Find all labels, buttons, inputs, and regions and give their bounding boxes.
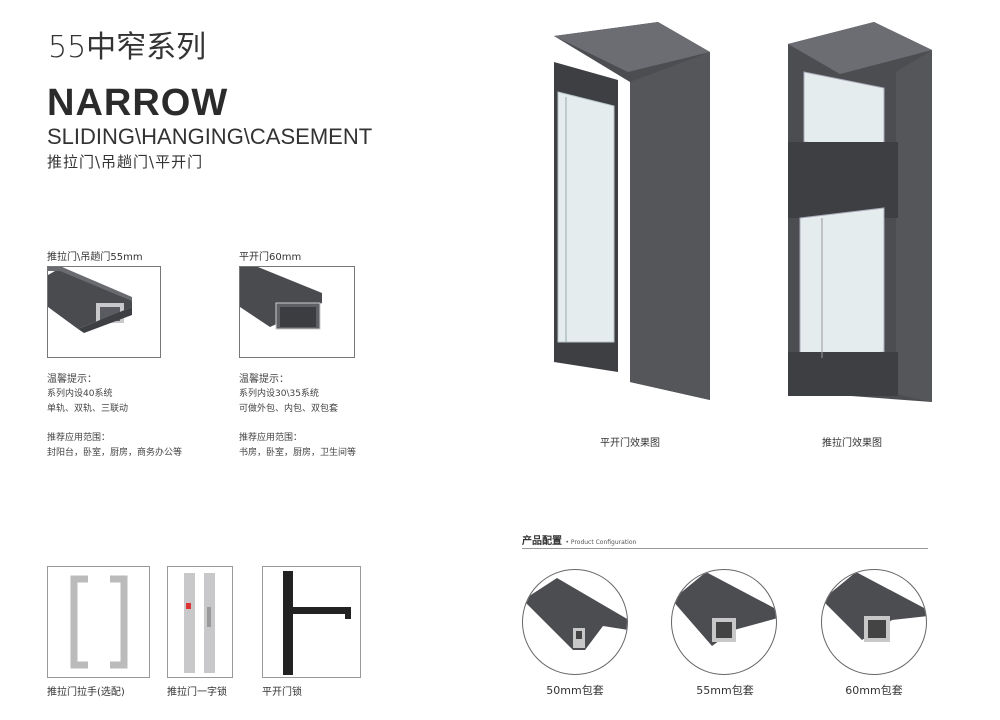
hardware-label: 推拉门拉手(选配) [47,687,125,698]
config-60mm-image [821,569,927,675]
pull-handle-image [47,566,150,678]
profile-image-sliding [47,266,161,358]
tip-line: 系列内设30\35系统 [239,389,319,399]
hardware-label: 平开门锁 [262,687,302,698]
config-label: 50mm包套 [546,684,604,697]
series-title: 55中窄系列 [48,30,207,65]
tip-title: 温馨提示： [47,374,97,385]
tip-title: 温馨提示： [239,374,289,385]
sliding-door-render [784,22,934,407]
subtitle-cn: 推拉门\吊趟门\平开门 [47,153,204,171]
config-title-en: • Product Configuration [565,539,637,546]
casement-door-render [548,22,713,402]
usage-title: 推荐应用范围： [47,433,111,443]
config-label: 60mm包套 [845,684,903,697]
config-50mm-image [522,569,628,675]
config-label: 55mm包套 [696,684,754,697]
page-title: NARROW [47,82,229,124]
usage-title: 推荐应用范围： [239,433,303,443]
usage-text: 书房，卧室，厨房，卫生间等 [239,448,357,458]
render-caption: 推拉门效果图 [822,438,882,449]
profile-tips: 温馨提示： 系列内设40系统 单轨、双轨、三联动 推荐应用范围： 封阳台，卧室，… [47,372,182,461]
tip-line: 单轨、双轨、三联动 [47,404,129,414]
render-caption: 平开门效果图 [600,438,660,449]
hardware-label: 推拉门一字锁 [167,687,227,698]
tip-line: 可做外包、内包、双包套 [239,404,339,414]
config-55mm-image [671,569,777,675]
profile-tips: 温馨提示： 系列内设30\35系统 可做外包、内包、双包套 推荐应用范围： 书房… [239,372,356,461]
sliding-lock-image [167,566,233,678]
tip-line: 系列内设40系统 [47,389,113,399]
divider [522,548,928,549]
subtitle-en: SLIDING\HANGING\CASEMENT [47,124,373,149]
casement-lock-image [262,566,361,678]
usage-text: 封阳台，卧室，厨房，商务办公等 [47,448,183,458]
config-title-cn: 产品配置 [522,536,562,547]
profile-label: 推拉门\吊趟门55mm [47,252,143,263]
profile-label: 平开门60mm [239,252,302,263]
config-title: 产品配置 • Product Configuration [522,532,636,547]
profile-image-casement [239,266,355,358]
